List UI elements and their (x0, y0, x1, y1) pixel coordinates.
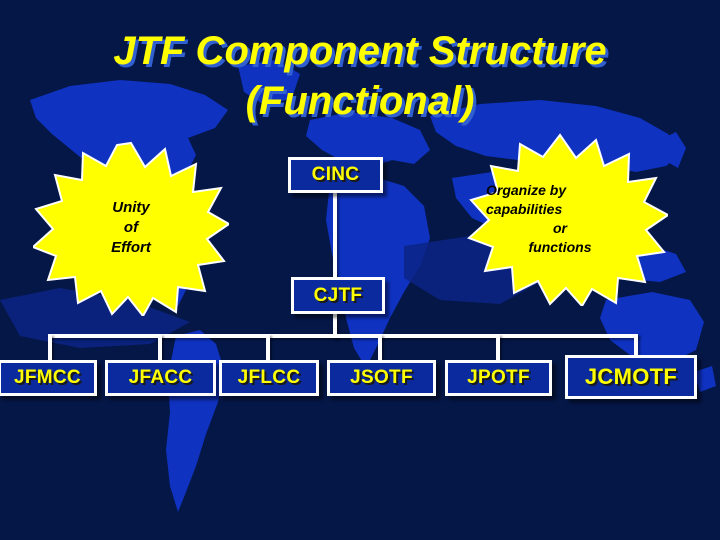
org-box-cjtf[interactable]: CJTF (291, 277, 385, 314)
connector-cinc-to-cjtf (333, 191, 337, 279)
org-box-jpotf[interactable]: JPOTF (445, 360, 552, 396)
org-box-cinc[interactable]: CINC (288, 157, 383, 193)
title-line-1: JTF Component Structure (113, 29, 607, 73)
org-box-jflcc-label: JFLCC (237, 367, 301, 388)
org-box-jfmcc-label: JFMCC (14, 367, 81, 388)
callout-organize-by[interactable]: Organize by capabilities or functions (452, 132, 668, 306)
title-line-2: (Functional) (245, 79, 475, 123)
org-box-cinc-label: CINC (311, 164, 360, 185)
org-box-jcmotf-label: JCMOTF (584, 364, 678, 389)
starburst-shape-left (33, 141, 229, 316)
callout-unity-of-effort[interactable]: Unity of Effort (33, 139, 229, 316)
starburst-shape-right (467, 133, 668, 306)
connector-drop-jcmotf (634, 334, 638, 356)
org-box-cjtf-label: CJTF (313, 284, 363, 306)
org-box-jfmcc[interactable]: JFMCC (0, 360, 97, 396)
org-box-jfacc[interactable]: JFACC (105, 360, 216, 396)
slide-title: JTF Component Structure (Functional) (0, 26, 720, 126)
org-box-jflcc[interactable]: JFLCC (219, 360, 319, 396)
connector-drop-jsotf (378, 334, 382, 362)
connector-drop-jfacc (158, 334, 162, 362)
connector-drop-jfmcc (48, 334, 52, 362)
org-box-jcmotf[interactable]: JCMOTF (565, 355, 697, 399)
org-box-jpotf-label: JPOTF (467, 367, 530, 388)
connector-horizontal-bus (48, 334, 638, 338)
org-box-jsotf[interactable]: JSOTF (327, 360, 436, 396)
org-box-jfacc-label: JFACC (128, 367, 193, 388)
org-box-jsotf-label: JSOTF (350, 367, 413, 388)
connector-drop-jpotf (496, 334, 500, 362)
connector-drop-jflcc (266, 334, 270, 362)
